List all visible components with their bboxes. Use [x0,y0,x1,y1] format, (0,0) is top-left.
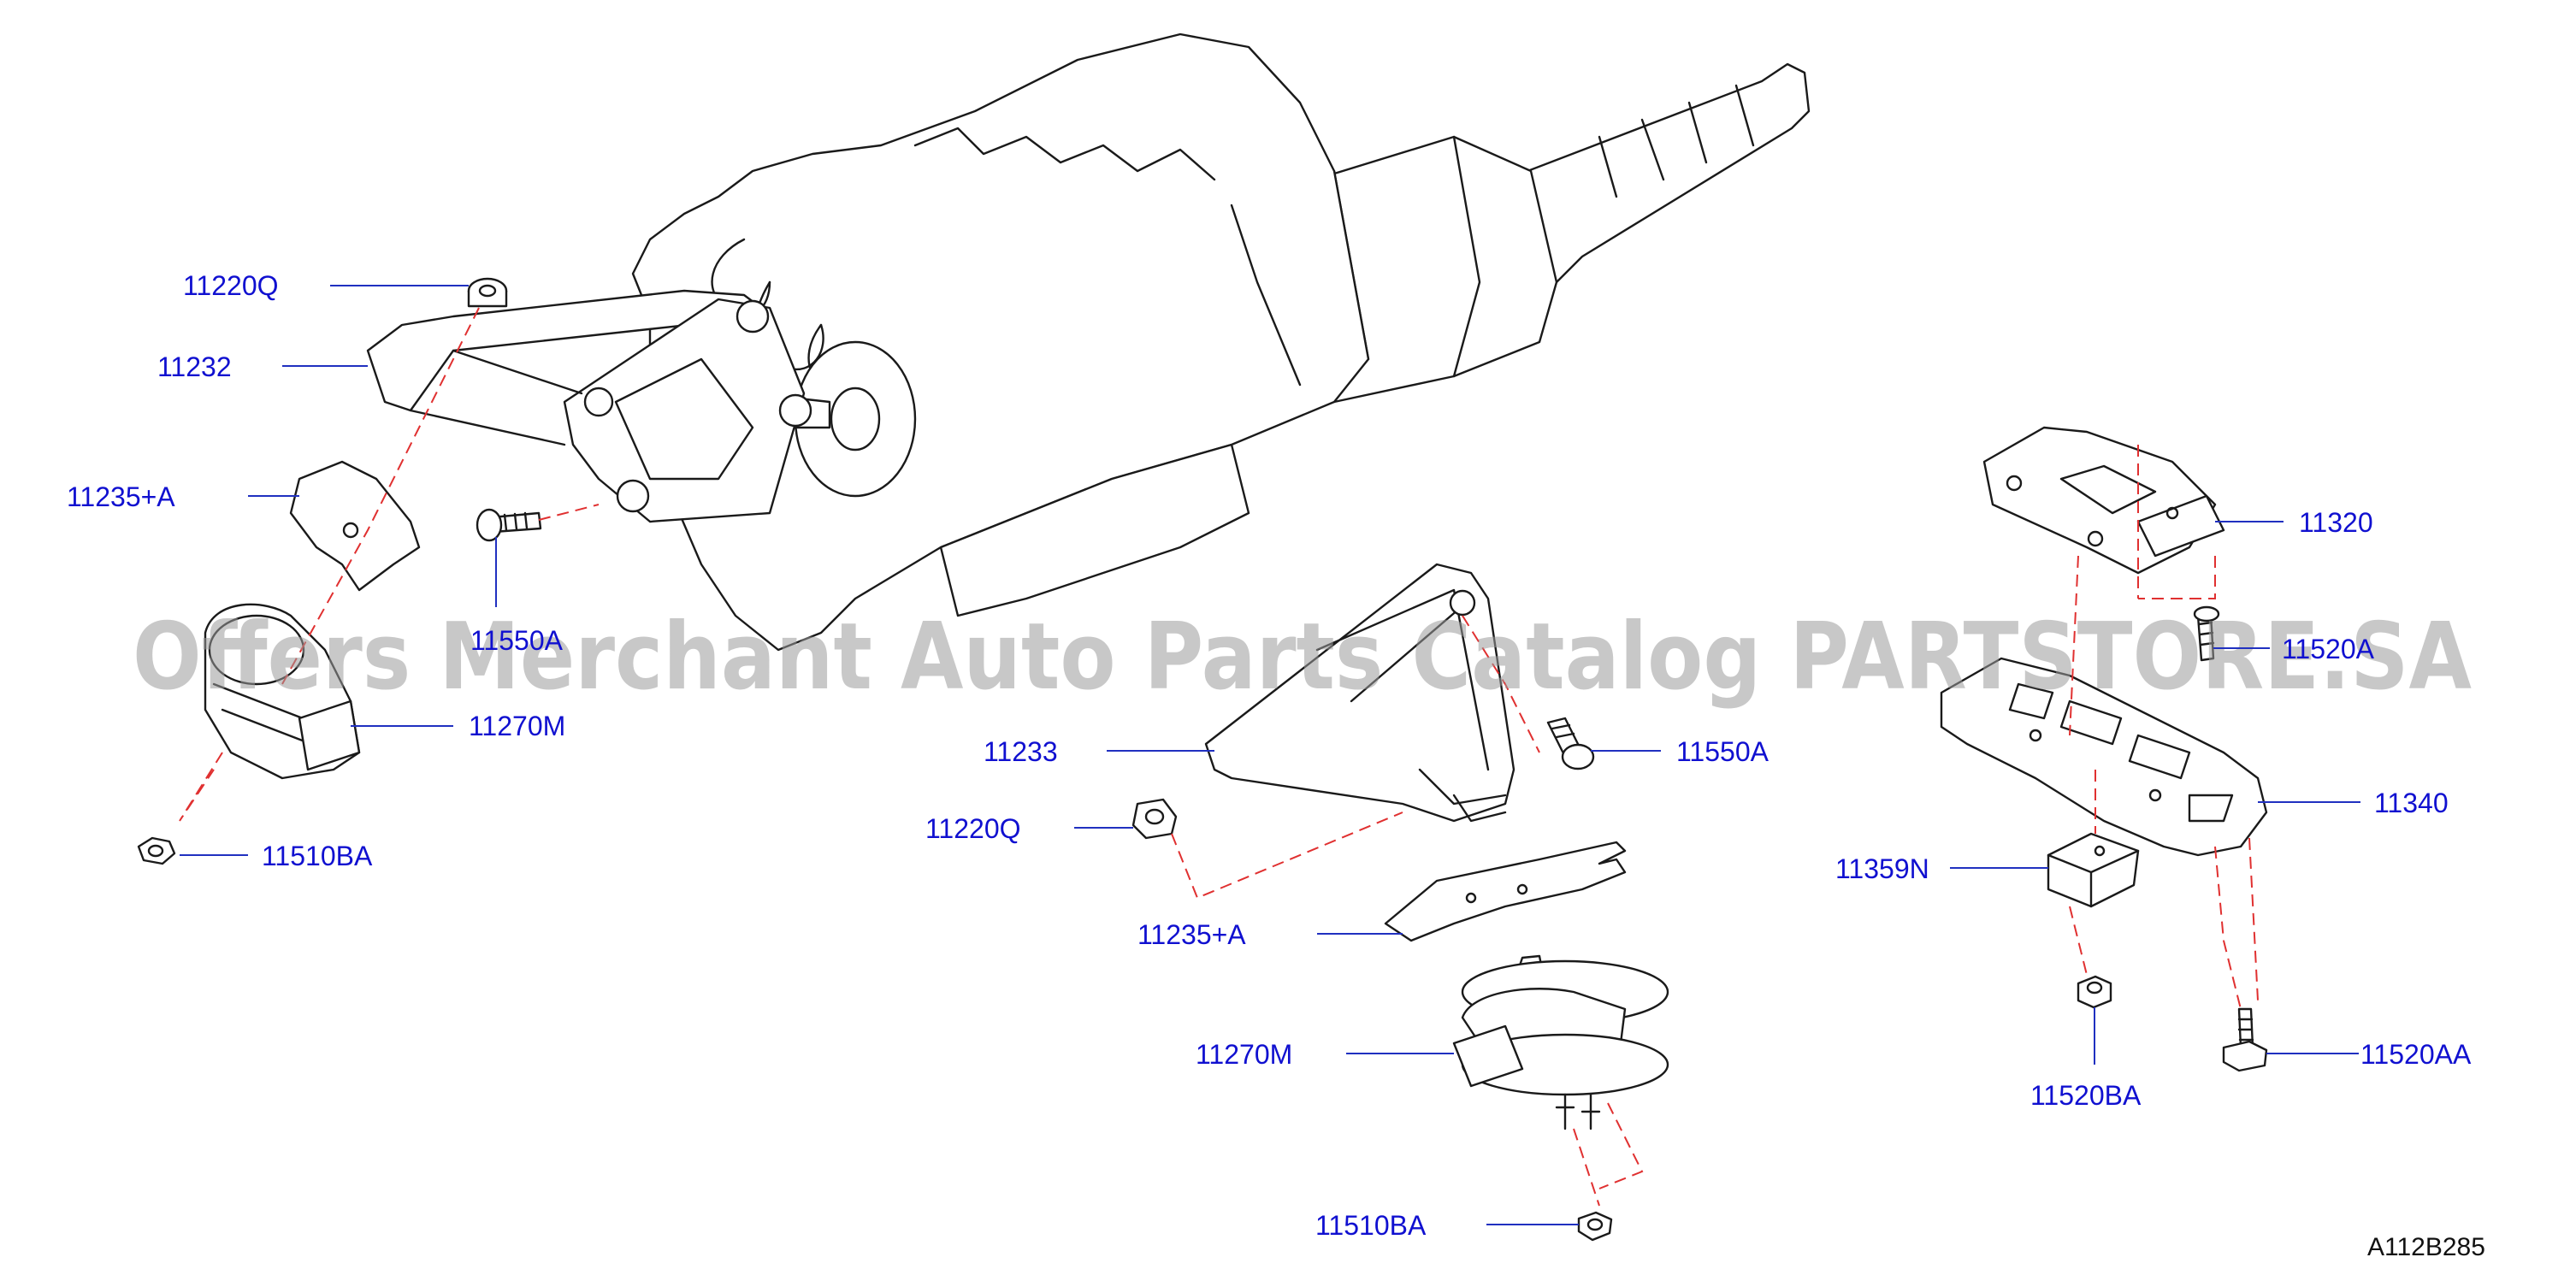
diagram-code: A112B285 [2367,1233,2485,1261]
callout-11520a[interactable]: 11520A [2282,634,2375,664]
nut-11510ba-left [137,836,176,865]
callout-11232[interactable]: 11232 [157,351,232,382]
callout-11320[interactable]: 11320 [2299,507,2373,538]
callout-11520ba[interactable]: 11520BA [2030,1080,2142,1111]
bolt-11520aa [2222,1007,2268,1072]
callout-11520aa[interactable]: 11520AA [2360,1039,2472,1070]
center-mount-assembly [1131,563,1669,1242]
nut-11220q-left [467,277,508,308]
nut-11220q-center [1131,798,1178,840]
callout-11233[interactable]: 11233 [984,736,1058,767]
nut-11520ba [2077,975,2112,1009]
nut-11510ba-center [1577,1211,1613,1242]
callout-11235a-left[interactable]: 11235+A [67,481,175,512]
bolt-11520a [2193,605,2220,662]
bolt-11550a-center [1546,717,1595,770]
bracket-11232 [366,289,812,523]
insulator-11270m-center [1452,954,1669,1130]
engine-transmission-assembly [631,32,1811,652]
bolt-11550a-left [476,508,542,542]
callout-11340[interactable]: 11340 [2374,788,2449,818]
shield-11235a-left [289,460,421,592]
callout-labels: 11220Q 11232 11235+A 11550A 11270M 11510… [67,270,2472,1241]
callout-11220q-center[interactable]: 11220Q [925,813,1021,844]
block-11359n [2047,832,2140,908]
insulator-11270m-left [204,603,361,780]
callout-11550a-left[interactable]: 11550A [470,625,564,656]
callout-11235a-center[interactable]: 11235+A [1137,919,1246,950]
bracket-11233 [1204,563,1515,823]
left-mount-assembly [137,277,812,865]
callout-11550a-center[interactable]: 11550A [1676,736,1770,767]
watermark-text: Offers Merchant Auto Parts Catalog PARTS… [133,604,2472,711]
crossmember-11340 [1940,657,2268,857]
callout-11270m-center[interactable]: 11270M [1196,1039,1292,1070]
callout-11270m-left[interactable]: 11270M [469,711,565,741]
right-mount-assembly [1940,426,2268,1072]
leader-lines [180,285,2360,1225]
callout-11510ba-center[interactable]: 11510BA [1315,1210,1427,1241]
callout-11220q-left[interactable]: 11220Q [183,270,279,301]
callout-11510ba-left[interactable]: 11510BA [262,841,373,871]
shield-11235a-center [1384,841,1627,942]
mount-11320 [1982,426,2225,575]
callout-11359n[interactable]: 11359N [1835,853,1929,884]
